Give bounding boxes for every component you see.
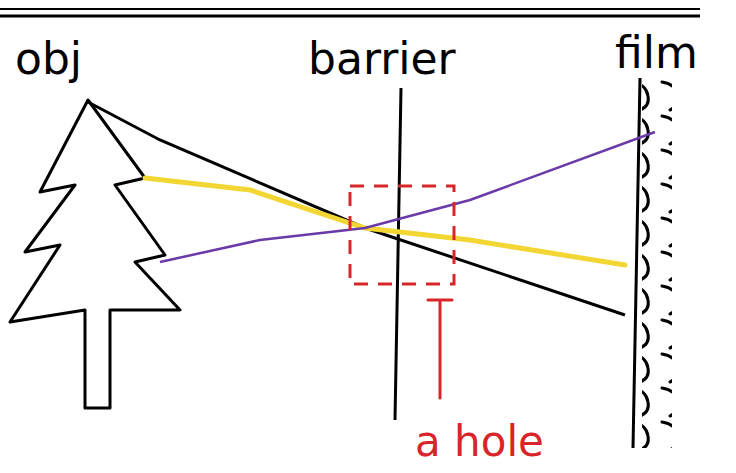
top-rule (0, 8, 700, 10)
hole-box (350, 186, 454, 284)
barrier-label: barrier (305, 36, 459, 82)
top-rule (0, 15, 700, 18)
ray-purple (160, 132, 655, 262)
tree-object (10, 100, 180, 408)
hole-pointer (428, 300, 452, 398)
film-line (633, 78, 640, 448)
ray-black (88, 102, 625, 315)
film-hatching (642, 78, 672, 448)
barrier-line (395, 88, 401, 420)
hole-label: a hole (412, 420, 547, 464)
object-label: obj (12, 36, 85, 82)
film-label: film (612, 30, 701, 76)
